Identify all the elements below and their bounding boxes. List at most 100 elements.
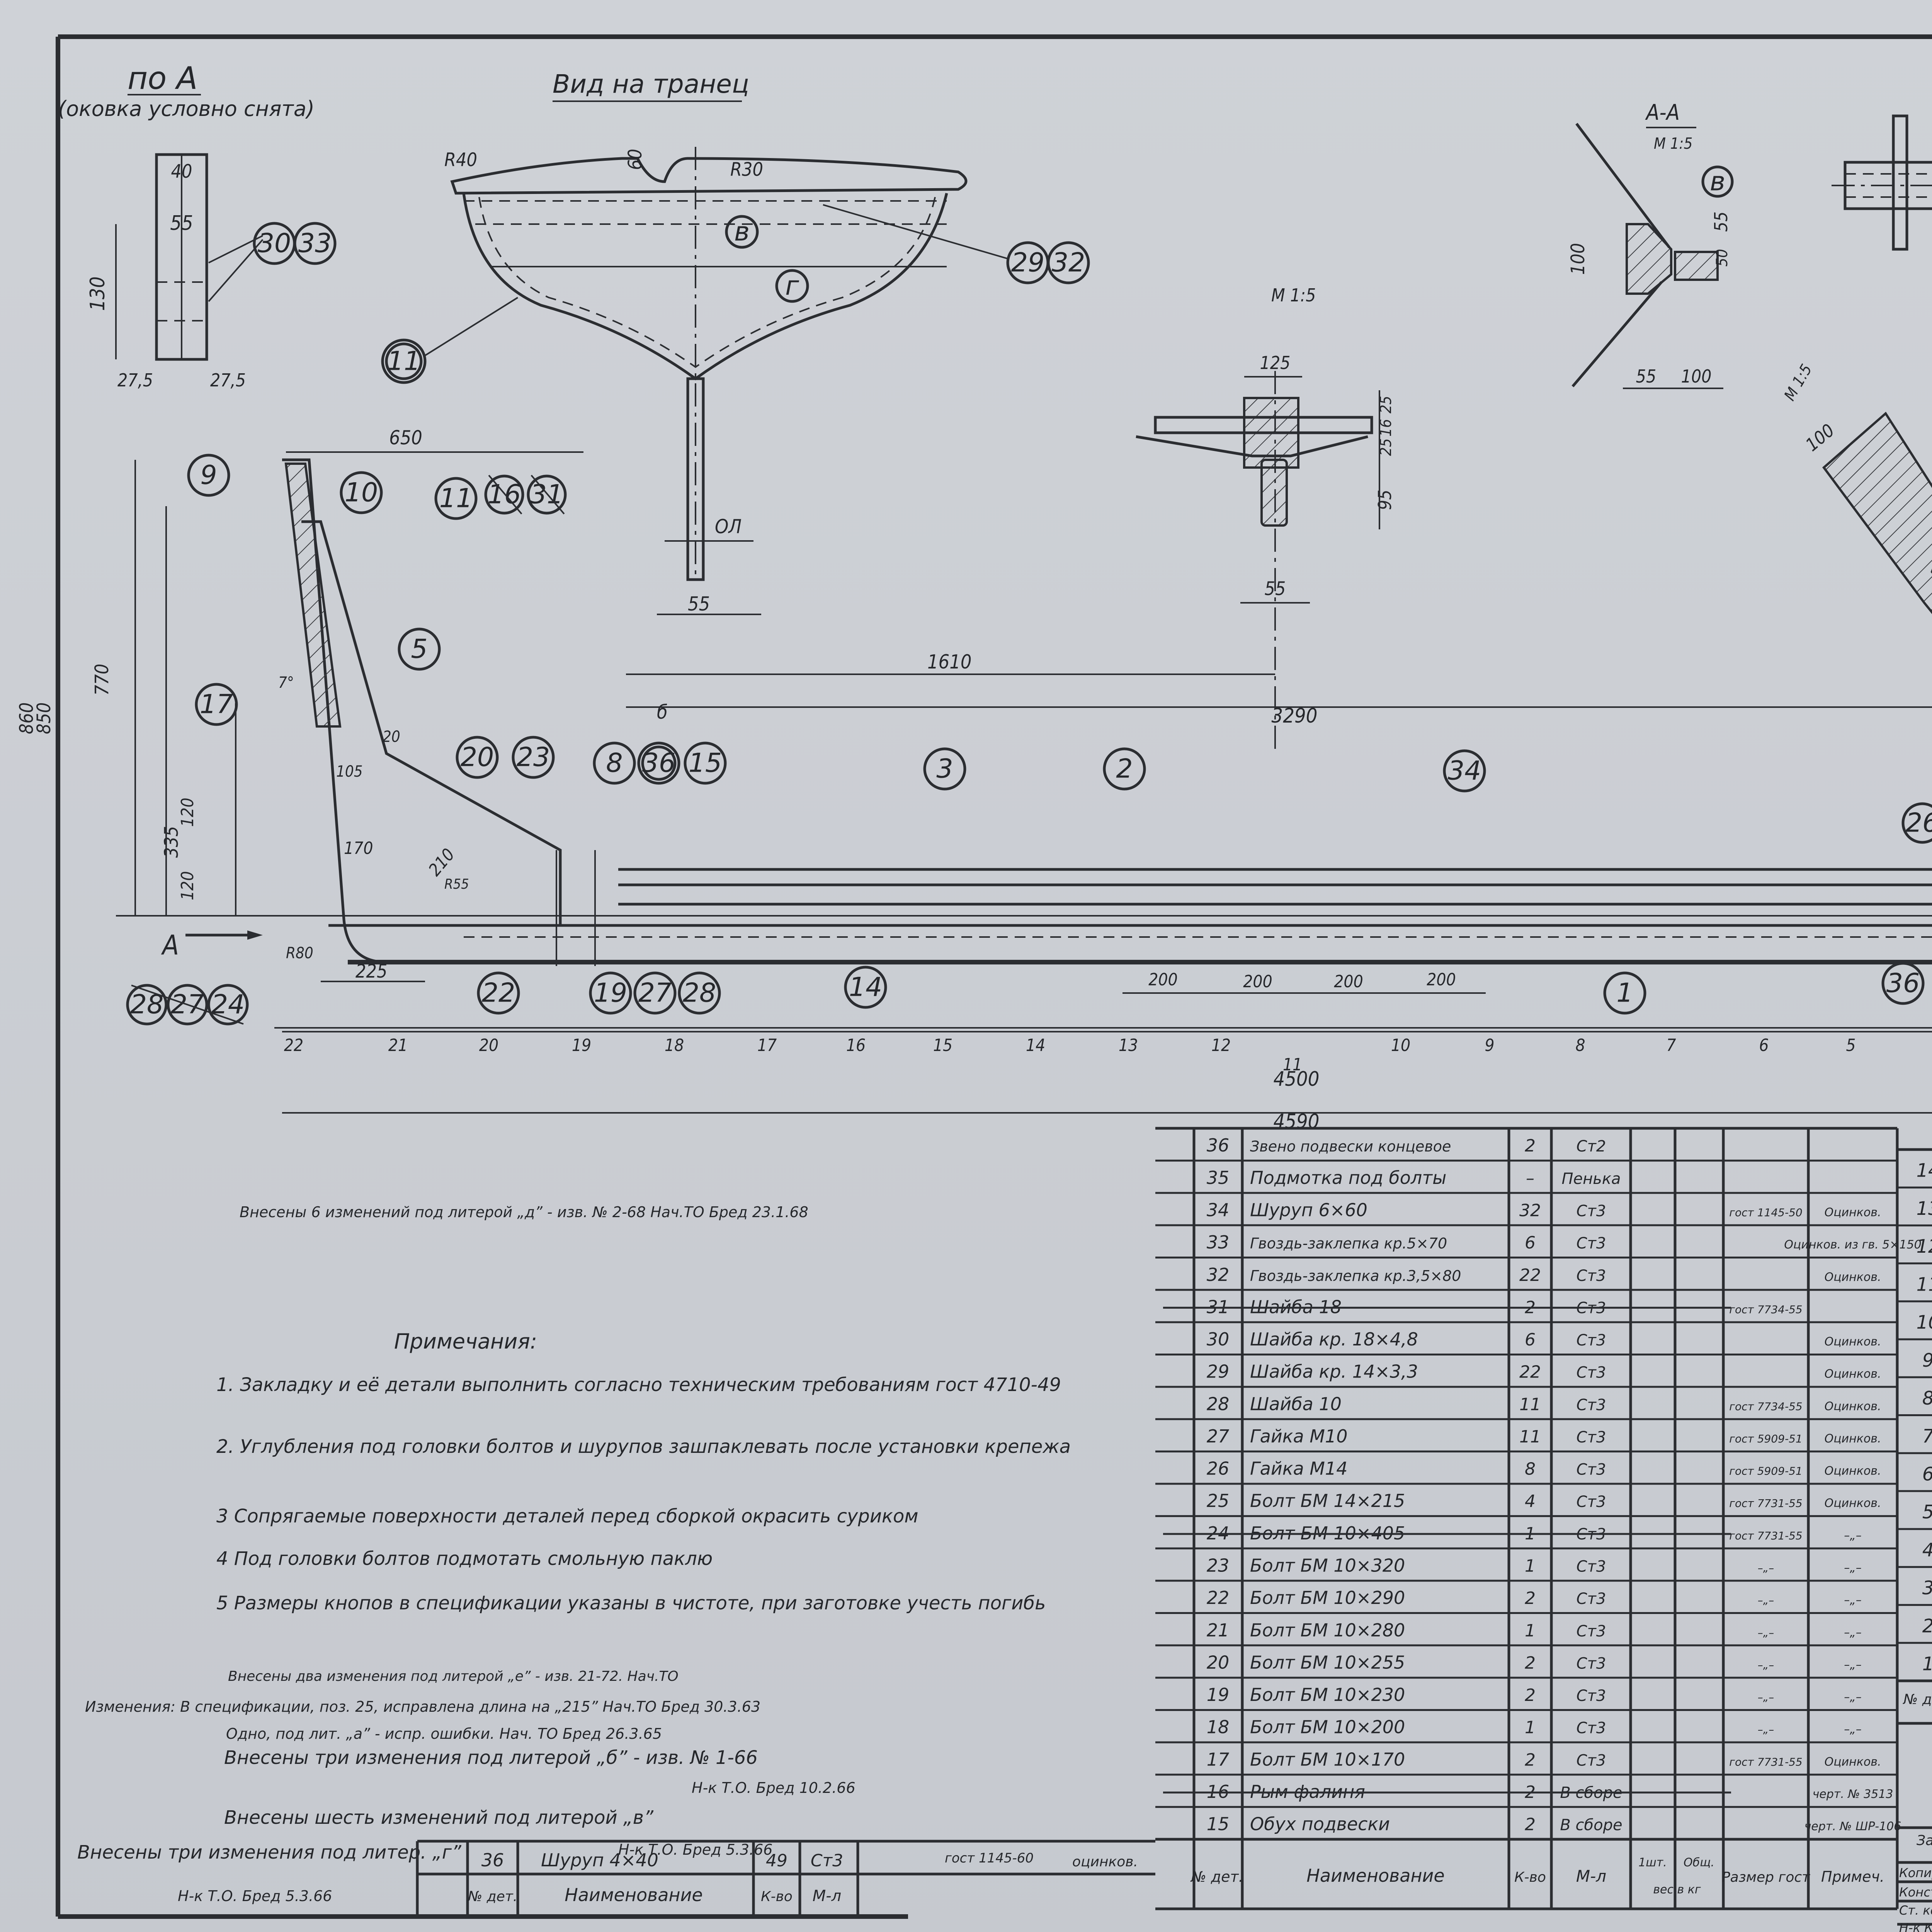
- svg-text:Ст3: Ст3: [1577, 1687, 1606, 1705]
- svg-text:гост 5909-51: гост 5909-51: [1729, 1465, 1802, 1478]
- svg-text:Наименование: Наименование: [565, 1884, 702, 1905]
- svg-text:–„–: –„–: [1844, 1529, 1862, 1543]
- svg-text:Наименование: Наименование: [1306, 1865, 1444, 1886]
- svg-text:860: 860: [16, 702, 37, 734]
- svg-text:К-во: К-во: [1514, 1869, 1546, 1885]
- svg-text:R55: R55: [444, 876, 469, 892]
- svg-text:гост 7731-55: гост 7731-55: [1729, 1755, 1802, 1768]
- spec-row: 9Транец 35×570×11801ДубКлееный: [1897, 1350, 1932, 1378]
- svg-text:Ст2: Ст2: [1577, 1138, 1606, 1155]
- svg-text:2: 2: [1116, 754, 1133, 784]
- svg-text:Гайка М10: Гайка М10: [1250, 1426, 1348, 1447]
- svg-text:26: 26: [1207, 1458, 1230, 1479]
- view-a-detail: по А (оковка условно снята) 40 55 130 27…: [58, 60, 337, 391]
- svg-text:1. Закладку и её детали выполн: 1. Закладку и её детали выполнить соглас…: [216, 1374, 1061, 1396]
- svg-text:11: 11: [439, 483, 473, 514]
- svg-text:5 Размеры кнопов в спецификаци: 5 Размеры кнопов в спецификации указаны …: [216, 1592, 1046, 1614]
- svg-text:19: 19: [594, 978, 628, 1009]
- svg-text:Ст3: Ст3: [811, 1851, 843, 1871]
- svg-text:Оцинков.: Оцинков.: [1825, 1206, 1881, 1219]
- svg-text:Звено подвески концевое: Звено подвески концевое: [1250, 1138, 1451, 1155]
- svg-text:Болт БМ 10×230: Болт БМ 10×230: [1250, 1684, 1405, 1705]
- svg-text:770: 770: [91, 664, 113, 696]
- svg-text:Ст3: Ст3: [1577, 1267, 1606, 1285]
- svg-text:–„–: –„–: [1758, 1561, 1774, 1574]
- svg-text:Ст3: Ст3: [1577, 1622, 1606, 1640]
- svg-text:6: 6: [1525, 1330, 1536, 1350]
- svg-text:33: 33: [1207, 1232, 1230, 1253]
- svg-text:–„–: –„–: [1844, 1690, 1862, 1704]
- svg-text:R80: R80: [286, 944, 313, 962]
- svg-text:Болт БМ 10×200: Болт БМ 10×200: [1250, 1717, 1405, 1738]
- svg-text:10: 10: [1916, 1312, 1932, 1333]
- svg-text:Ст3: Ст3: [1577, 1461, 1606, 1479]
- svg-text:Болт БМ 10×290: Болт БМ 10×290: [1250, 1587, 1405, 1608]
- svg-text:Н-к КТО: Н-к КТО: [1899, 1920, 1932, 1932]
- svg-text:6: 6: [1525, 1233, 1536, 1253]
- svg-text:в: в: [1710, 167, 1725, 197]
- svg-text:100: 100: [1567, 243, 1589, 275]
- svg-text:100: 100: [1681, 366, 1712, 387]
- svg-text:14: 14: [849, 972, 883, 1003]
- svg-text:8: 8: [1525, 1459, 1536, 1479]
- svg-text:40: 40: [171, 161, 192, 182]
- view-a-title: по А: [128, 60, 197, 96]
- svg-text:49: 49: [766, 1851, 787, 1871]
- svg-text:Н-к Т.О. Бред 5.3.66: Н-к Т.О. Бред 5.3.66: [178, 1888, 332, 1905]
- svg-text:19: 19: [1207, 1684, 1230, 1705]
- svg-text:Н-к Т.О. Бред 5.3.66: Н-к Т.О. Бред 5.3.66: [618, 1841, 772, 1858]
- svg-text:10: 10: [1391, 1036, 1410, 1055]
- svg-text:4 Под головки болтов подмотать: 4 Под головки болтов подмотать смольную …: [216, 1548, 713, 1570]
- svg-text:гост 7731-55: гост 7731-55: [1729, 1529, 1802, 1542]
- svg-text:32: 32: [1052, 248, 1085, 278]
- svg-text:120: 120: [178, 871, 197, 900]
- svg-text:Копировал: Копировал: [1899, 1866, 1932, 1880]
- svg-text:–„–: –„–: [1758, 1723, 1774, 1736]
- view-a-subtitle: (оковка условно снята): [58, 97, 315, 121]
- svg-text:г: г: [785, 271, 799, 301]
- svg-text:Оцинков.: Оцинков.: [1825, 1335, 1881, 1349]
- svg-text:Гайка М14: Гайка М14: [1250, 1458, 1348, 1479]
- svg-text:23: 23: [517, 742, 550, 773]
- keel-fastening-detail: Крепление резенкиля 34 Шаг 200 в шахматн…: [1832, 114, 1932, 251]
- bow-section: М 1:5 100 55 50 в: [1781, 361, 1932, 614]
- svg-text:1: 1: [1616, 978, 1633, 1009]
- svg-text:26: 26: [1906, 808, 1932, 838]
- svg-text:Оцинков.: Оцинков.: [1825, 1755, 1881, 1769]
- svg-text:Болт БМ 14×215: Болт БМ 14×215: [1250, 1490, 1405, 1511]
- svg-text:34: 34: [1207, 1199, 1230, 1220]
- crossed-out-marks: [131, 474, 565, 1025]
- svg-text:7: 7: [1666, 1036, 1676, 1055]
- svg-text:6: 6: [1759, 1036, 1769, 1055]
- svg-text:55: 55: [1711, 211, 1731, 232]
- svg-text:8: 8: [1922, 1388, 1932, 1409]
- spec-row: 10Поперечный брус транца 40×60×11201Сосн…: [1897, 1312, 1932, 1340]
- transom-view-title: Вид на транец: [553, 69, 749, 99]
- svg-text:2: 2: [1525, 1685, 1536, 1705]
- svg-text:4: 4: [1922, 1539, 1932, 1561]
- svg-text:2: 2: [1525, 1653, 1536, 1673]
- svg-text:–„–: –„–: [1758, 1626, 1774, 1639]
- svg-text:20: 20: [479, 1036, 498, 1055]
- svg-text:Болт БМ 10×255: Болт БМ 10×255: [1250, 1652, 1405, 1673]
- svg-text:120: 120: [178, 798, 197, 827]
- svg-text:Оцинков.: Оцинков.: [1825, 1464, 1881, 1478]
- spec-row: 11Фашинпис 25×251,6 п.м.Дуб: [1897, 1274, 1932, 1303]
- svg-text:11: 11: [1519, 1395, 1541, 1414]
- svg-text:А: А: [161, 929, 179, 961]
- svg-text:50: 50: [1713, 249, 1731, 267]
- svg-text:вес в кг: вес в кг: [1653, 1883, 1701, 1896]
- svg-text:95: 95: [1374, 490, 1395, 510]
- svg-text:36: 36: [642, 748, 676, 779]
- svg-text:28: 28: [683, 978, 716, 1009]
- svg-text:Ст3: Ст3: [1577, 1396, 1606, 1414]
- svg-text:14: 14: [1916, 1160, 1932, 1182]
- svg-text:Ст3: Ст3: [1577, 1202, 1606, 1220]
- svg-text:200: 200: [1243, 972, 1272, 992]
- svg-text:Шуруп 4×40: Шуруп 4×40: [541, 1850, 658, 1871]
- svg-text:Оцинков.: Оцинков.: [1825, 1400, 1881, 1413]
